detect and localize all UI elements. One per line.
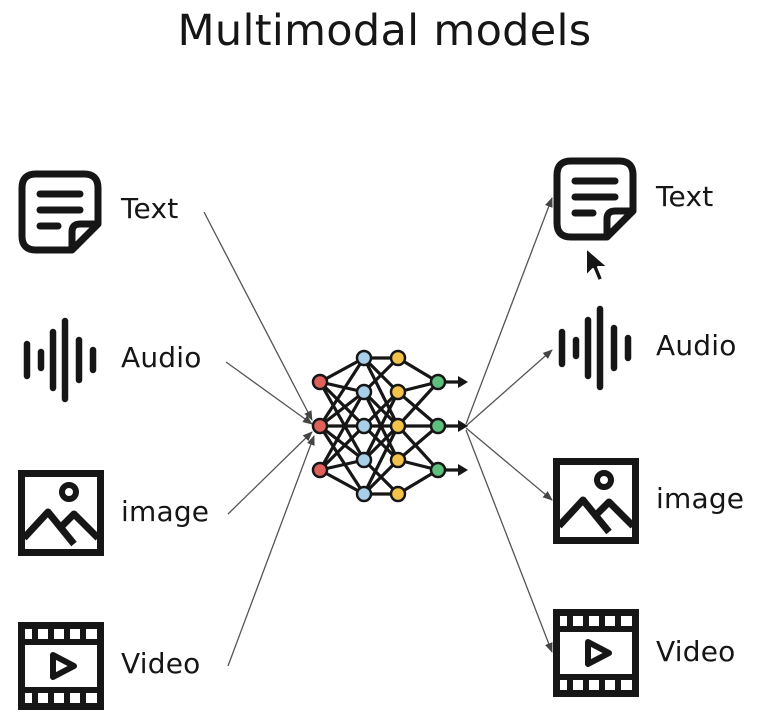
input-label-image: image (121, 495, 210, 528)
input-label-text: Text (121, 192, 179, 225)
image-icon (553, 458, 639, 544)
document-icon (18, 170, 102, 254)
input-label-audio: Audio (121, 341, 202, 374)
cursor-icon (585, 247, 609, 282)
arrow-audio-out (465, 349, 553, 427)
sound-wave-icon (558, 305, 632, 391)
arrow-image-in (227, 431, 313, 515)
arrow-text-in (203, 211, 313, 421)
arrow-audio-in (225, 361, 313, 425)
arrow-text-out (465, 197, 553, 425)
arrow-video-in (227, 435, 315, 667)
image-icon (18, 470, 104, 556)
input-label-video: Video (121, 647, 201, 680)
neural-network-icon (311, 349, 468, 503)
output-label-video: Video (656, 635, 736, 668)
arrow-video-out (465, 429, 553, 653)
video-icon (553, 609, 639, 697)
video-icon (18, 622, 104, 710)
document-icon (553, 157, 637, 241)
diagram-title: Multimodal models (177, 6, 592, 56)
output-label-text: Text (656, 180, 714, 213)
sound-wave-icon (23, 317, 97, 403)
output-label-audio: Audio (656, 329, 737, 362)
arrow-image-out (465, 427, 553, 501)
output-label-image: image (656, 482, 745, 515)
